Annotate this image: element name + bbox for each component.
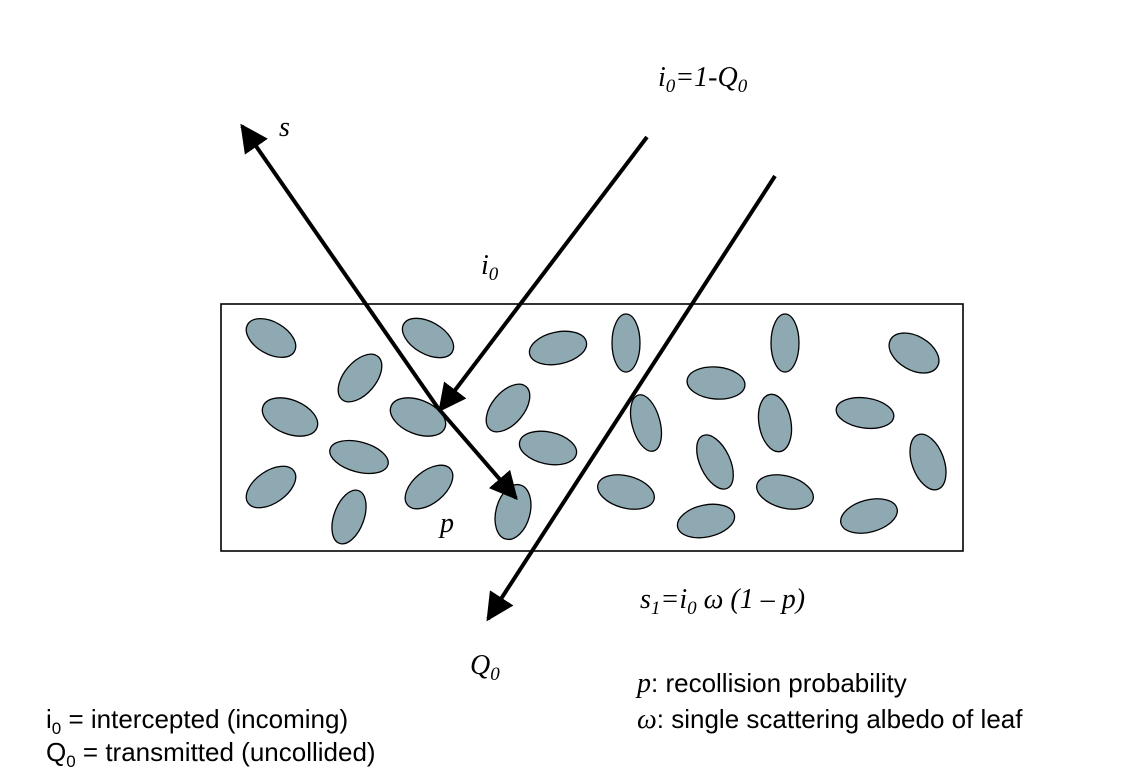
canopy-layer-box [220,303,964,552]
incoming-ray-arrow [438,135,649,413]
scattered-label: s [279,112,290,143]
leaf [611,313,641,373]
leaf [337,353,383,403]
leaf [756,474,814,510]
leaves [245,313,947,545]
leaf [629,394,663,452]
leaf [261,397,319,437]
leaf [696,434,734,490]
leaf [676,503,736,539]
leaf [835,396,895,430]
leaf [840,498,898,534]
leaf [597,474,655,510]
legend-recollision: p: recollision probability [637,668,907,699]
leaf [389,397,447,437]
recollision-p-label: p [440,508,454,539]
leaf [757,393,793,453]
leaf [404,464,454,510]
legend-albedo: ω: single scattering albedo of leaf [637,704,1023,735]
leaf [331,489,367,545]
leaf [686,366,746,400]
transmitted-ray-arrow [486,174,777,622]
leaf [329,439,389,475]
incoming-label: i0=1-Q0 [658,62,748,97]
leaf [528,330,588,366]
leaf [245,318,297,358]
scattered-ray-arrow [240,123,440,410]
legend-intercepted: i0 = intercepted (incoming) [46,704,349,738]
s1-equation: s1=i0 ω (1 – p) [640,584,806,619]
leaf [401,317,455,359]
leaf [494,483,532,541]
transmitted-label: Q0 [470,650,500,685]
leaf [888,332,940,374]
legend-transmitted: Q0 = transmitted (uncollided) [46,737,376,771]
leaf [770,313,800,373]
leaf [245,465,297,509]
leaf [909,433,947,491]
intercepted-arrow-label: i0 [481,250,499,285]
leaf [518,430,578,466]
leaf [485,383,531,433]
recollision-ray-arrow [436,406,518,501]
